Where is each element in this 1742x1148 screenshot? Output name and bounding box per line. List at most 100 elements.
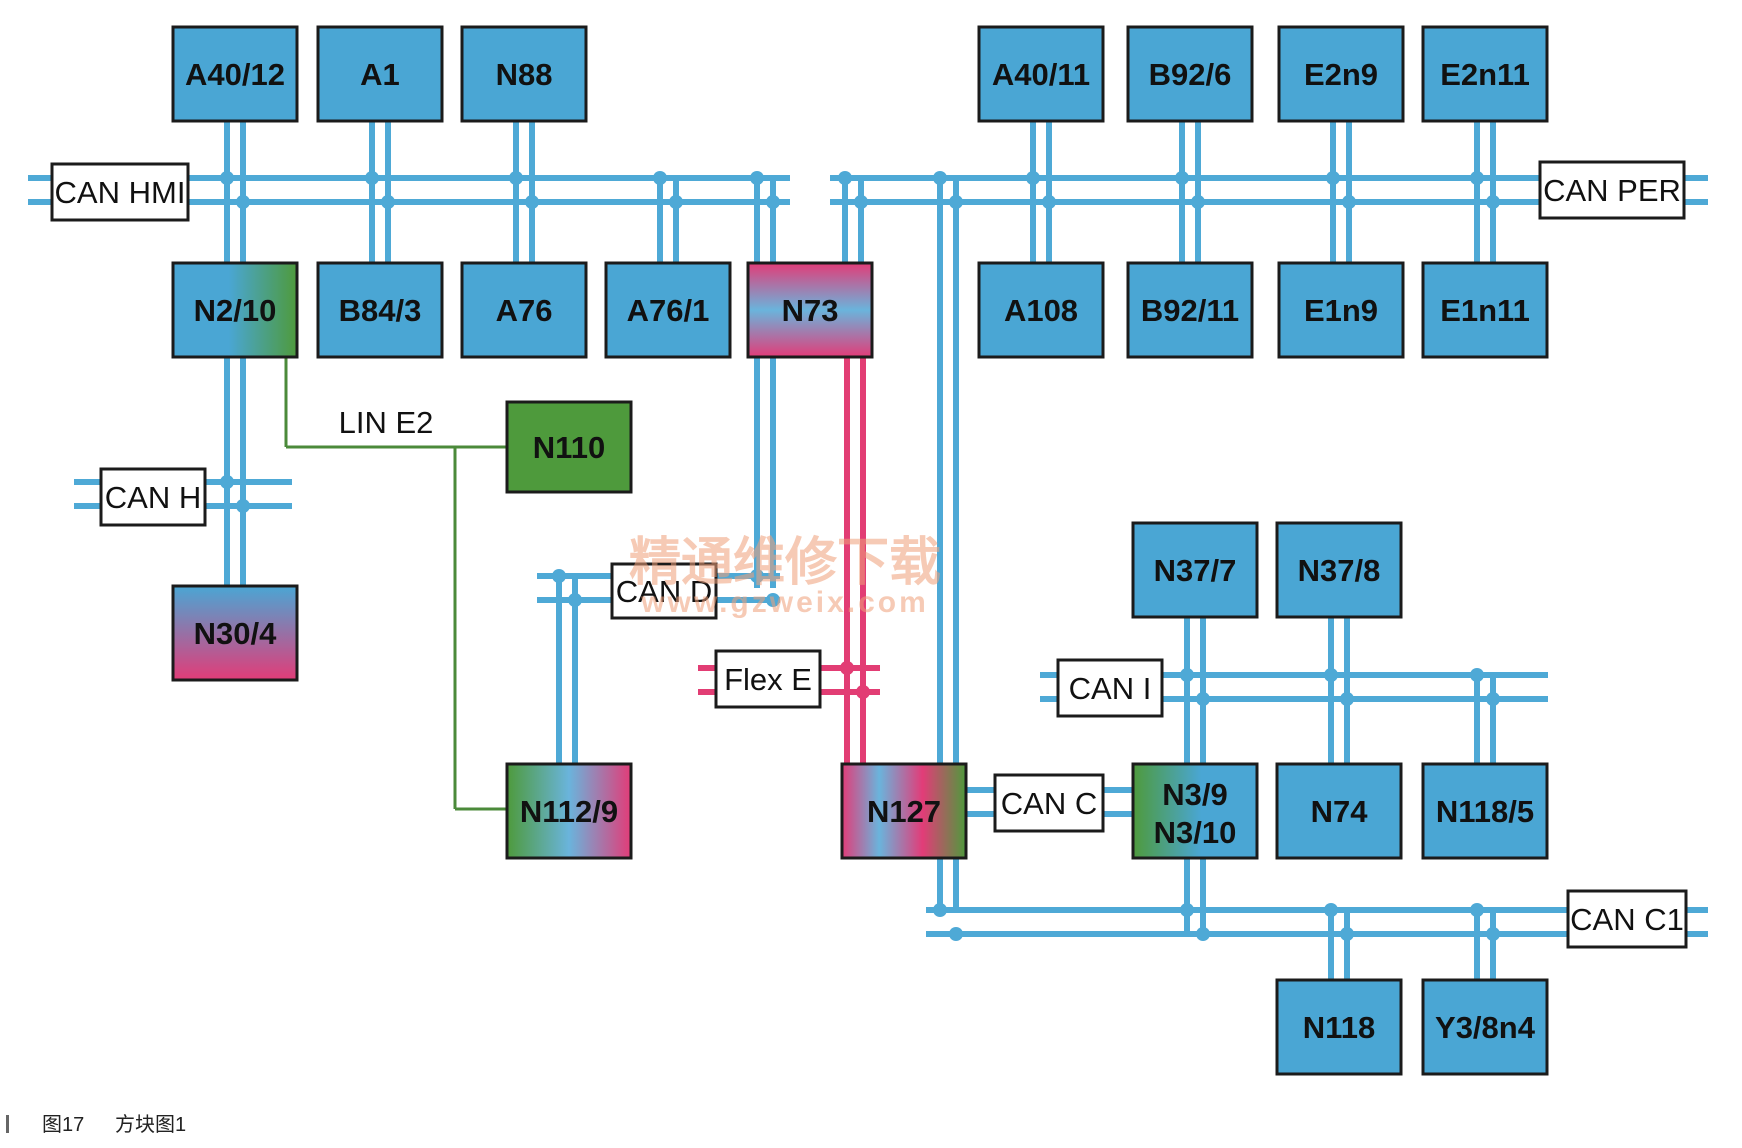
bus-label-box <box>610 562 718 620</box>
junction-dot <box>653 171 667 185</box>
junction-dot <box>1342 195 1356 209</box>
junction-dot <box>1486 195 1500 209</box>
ecu-box <box>840 762 968 860</box>
ecu-label: N127 <box>867 794 941 829</box>
junction-dot <box>1324 668 1338 682</box>
ecu-label: A76/1 <box>627 293 710 328</box>
bus-junctions <box>220 171 1500 941</box>
junction-dot <box>750 171 764 185</box>
junction-dot <box>509 171 523 185</box>
ecu-box <box>604 261 732 359</box>
ecu-b92-6: B92/6 <box>1126 25 1254 123</box>
junction-dot <box>1042 195 1056 209</box>
ecu-label: N30/4 <box>194 616 277 651</box>
ecu-box <box>977 25 1105 123</box>
ecu-label: B84/3 <box>339 293 422 328</box>
bus-label-box <box>1538 160 1686 220</box>
ecu-n30-4: N30/4 <box>171 584 299 682</box>
junction-dot <box>236 195 250 209</box>
junction-dot <box>669 195 683 209</box>
bus-label-can-c1: CAN C1 <box>1566 889 1688 949</box>
ecu-label: E2n9 <box>1304 57 1378 92</box>
bus-label-can-c: CAN C <box>993 773 1105 833</box>
bus-label-box <box>99 467 207 527</box>
ecu-box <box>1275 762 1403 860</box>
ecu-label: E1n9 <box>1304 293 1378 328</box>
ecu-box <box>746 261 874 359</box>
bus-label-box <box>50 162 190 222</box>
junction-dot <box>949 195 963 209</box>
ecu-box <box>171 261 299 359</box>
ecu-label: N112/9 <box>520 794 618 829</box>
ecu-label: B92/11 <box>1141 293 1239 328</box>
bus-label-text: Flex E <box>724 662 812 697</box>
ecu-label: N74 <box>1311 794 1369 829</box>
bus-label-text: CAN H <box>105 480 201 515</box>
junction-dot <box>381 195 395 209</box>
junction-dot <box>1180 668 1194 682</box>
junction-dot <box>766 195 780 209</box>
bus-label-can-d: CAN D <box>610 562 718 620</box>
junction-dot <box>933 903 947 917</box>
bus-label-can-i: CAN I <box>1056 658 1164 718</box>
ecu-label: Y3/8n4 <box>1435 1010 1536 1045</box>
ecu-label: N88 <box>496 57 553 92</box>
ecu-label: N110 <box>533 430 605 465</box>
ecu-label-secondary: N3/10 <box>1154 815 1237 850</box>
bus-label-text: CAN PER <box>1543 173 1681 208</box>
junction-dot <box>854 195 868 209</box>
ecu-e2n9: E2n9 <box>1277 25 1405 123</box>
ecu-n112-9: N112/9 <box>505 762 633 860</box>
ecu-box <box>1277 261 1405 359</box>
bus-label-text: CAN C <box>1001 786 1097 821</box>
junction-dot <box>1026 171 1040 185</box>
ecu-box <box>1421 25 1549 123</box>
ecu-label: N37/7 <box>1154 553 1237 588</box>
ecu-e1n11: E1n11 <box>1421 261 1549 359</box>
ecu-label: A108 <box>1004 293 1078 328</box>
watermark-url: www.gzweix.com <box>640 586 929 619</box>
ecu-n88: N88 <box>460 25 588 123</box>
junction-dot <box>220 171 234 185</box>
junction-dot <box>1340 692 1354 706</box>
junction-dot <box>1180 903 1194 917</box>
ecu-box <box>460 261 588 359</box>
ecu-n2-10: N2/10 <box>171 261 299 359</box>
junction-dot <box>1486 692 1500 706</box>
ecu-box <box>1275 521 1403 619</box>
junction-dot <box>1175 171 1189 185</box>
ecu-y3-8n4: Y3/8n4 <box>1421 978 1549 1076</box>
ecu-box <box>1421 762 1549 860</box>
ecu-label: A40/12 <box>185 57 285 92</box>
bus-label-text: CAN HMI <box>55 175 186 210</box>
ecu-box <box>1131 762 1259 860</box>
ecu-b84-3: B84/3 <box>316 261 444 359</box>
bus-label-can-per: CAN PER <box>1538 160 1686 220</box>
watermark: 精通维修下载 www.gzweix.com <box>629 534 941 619</box>
ecu-box <box>460 25 588 123</box>
bus-label-boxes: CAN HMI CAN PER CAN H LIN E2 CAN D Flex E CAN … <box>50 160 1688 949</box>
bus-label-text: CAN C1 <box>1570 902 1684 937</box>
bus-label-can-hmi: CAN HMI <box>50 162 190 222</box>
junction-dot <box>838 171 852 185</box>
watermark-text: 精通维修下载 <box>629 534 941 592</box>
junction-dot <box>949 927 963 941</box>
bus-label-flex-e: Flex E <box>714 649 822 709</box>
ecu-e2n11: E2n11 <box>1421 25 1549 123</box>
ecu-box <box>1277 25 1405 123</box>
ecu-label: N3/9 <box>1162 777 1227 812</box>
ecu-box <box>1421 261 1549 359</box>
ecu-label: N37/8 <box>1298 553 1381 588</box>
ecu-label: E1n11 <box>1440 293 1530 328</box>
junction-dot <box>220 475 234 489</box>
junction-dot <box>1324 903 1338 917</box>
ecu-a1: A1 <box>316 25 444 123</box>
ecu-label: N118/5 <box>1436 794 1534 829</box>
caption-marker <box>6 1115 9 1133</box>
junction-dot <box>365 171 379 185</box>
junction-dot <box>552 569 566 583</box>
junction-dot <box>236 499 250 513</box>
junction-dot <box>1191 195 1205 209</box>
bus-label-text: LIN E2 <box>339 405 434 440</box>
ecu-box <box>171 584 299 682</box>
